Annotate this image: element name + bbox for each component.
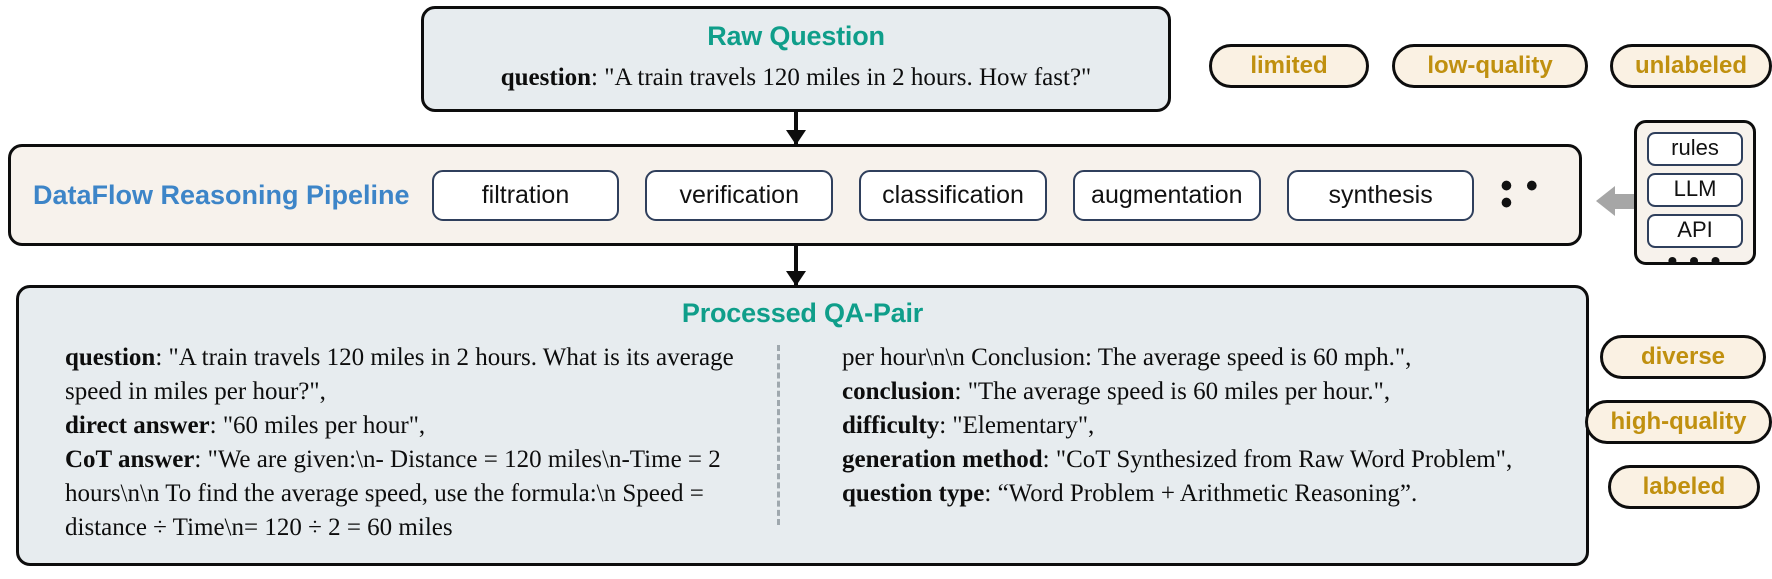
qa-generation-method-line: generation method: "CoT Synthesized from… <box>842 443 1542 477</box>
pipeline-stage-verification[interactable]: verification <box>645 169 834 221</box>
resource-api[interactable]: API <box>1647 214 1743 248</box>
qa-difficulty-line: difficulty: "Elementary", <box>842 409 1542 443</box>
qa-question-type-line: question type: “Word Problem + Arithmeti… <box>842 477 1542 511</box>
qa-cot-answer-key: CoT answer <box>65 446 195 473</box>
pipeline-stage-classification[interactable]: classification <box>859 169 1047 221</box>
raw-question-text: question: "A train travels 120 miles in … <box>424 64 1168 92</box>
qa-pair-right-column: per hour\n\n Conclusion: The average spe… <box>780 341 1542 545</box>
pipeline-stage-filtration[interactable]: filtration <box>431 169 620 221</box>
resources-panel: rules LLM API • • • <box>1634 120 1756 276</box>
raw-question-key: question <box>500 64 592 91</box>
raw-question-title: Raw Question <box>707 21 885 51</box>
qa-generation-method-key: generation method <box>842 446 1043 473</box>
qa-pair-column-divider <box>777 345 780 525</box>
tag-limited: limited <box>1209 44 1369 88</box>
tag-unlabeled: unlabeled <box>1610 44 1772 88</box>
tag-high-quality: high-quality <box>1585 400 1772 444</box>
resource-rules[interactable]: rules <box>1647 132 1743 166</box>
arrow-left-resources-icon <box>1596 186 1640 216</box>
resource-llm[interactable]: LLM <box>1647 173 1743 207</box>
qa-question-line: question: "A train travels 120 miles in … <box>65 341 777 409</box>
qa-question-key: question <box>65 344 156 371</box>
qa-cot-answer-continued: per hour\n\n Conclusion: The average spe… <box>842 344 1412 371</box>
pipeline-stage-synthesis[interactable]: synthesis <box>1286 169 1475 221</box>
resources-more-dots-icon: • • • <box>1667 245 1723 276</box>
qa-generation-method-value: : "CoT Synthesized from Raw Word Problem… <box>1042 446 1513 473</box>
qa-pair-body: question: "A train travels 120 miles in … <box>45 341 1560 545</box>
tag-diverse: diverse <box>1600 335 1766 379</box>
qa-question-type-value: : “Word Problem + Arithmetic Reasoning”. <box>984 480 1418 507</box>
dataflow-pipeline-card: DataFlow Reasoning Pipeline filtration v… <box>8 144 1582 246</box>
qa-direct-answer-value: : "60 miles per hour", <box>209 412 426 439</box>
processed-qa-pair-card: Processed QA-Pair question: "A train tra… <box>16 285 1589 566</box>
qa-direct-answer-line: direct answer: "60 miles per hour", <box>65 409 777 443</box>
pipeline-stage-augmentation[interactable]: augmentation <box>1072 169 1261 221</box>
qa-conclusion-key: conclusion <box>842 378 955 405</box>
raw-question-card: Raw Question question: "A train travels … <box>421 6 1171 112</box>
raw-question-value: : "A train travels 120 miles in 2 hours.… <box>591 64 1092 91</box>
qa-conclusion-line: conclusion: "The average speed is 60 mil… <box>842 375 1542 409</box>
tag-labeled: labeled <box>1608 465 1760 509</box>
qa-question-value: : "A train travels 120 miles in 2 hours.… <box>65 344 734 405</box>
qa-cot-answer-line: CoT answer: "We are given:\n- Distance =… <box>65 443 777 545</box>
qa-conclusion-value: : "The average speed is 60 miles per hou… <box>954 378 1391 405</box>
qa-difficulty-key: difficulty <box>842 412 940 439</box>
qa-direct-answer-key: direct answer <box>65 412 210 439</box>
qa-question-type-key: question type <box>842 480 985 507</box>
qa-cot-answer-value: : "We are given:\n- Distance = 120 miles… <box>65 446 721 541</box>
pipeline-more-dots-icon: • • • <box>1500 167 1540 222</box>
pipeline-title: DataFlow Reasoning Pipeline <box>33 179 410 210</box>
tag-low-quality: low-quality <box>1392 44 1588 88</box>
qa-pair-title: Processed QA-Pair <box>681 298 924 328</box>
qa-difficulty-value: : "Elementary", <box>939 412 1095 439</box>
qa-pair-left-column: question: "A train travels 120 miles in … <box>45 341 777 545</box>
